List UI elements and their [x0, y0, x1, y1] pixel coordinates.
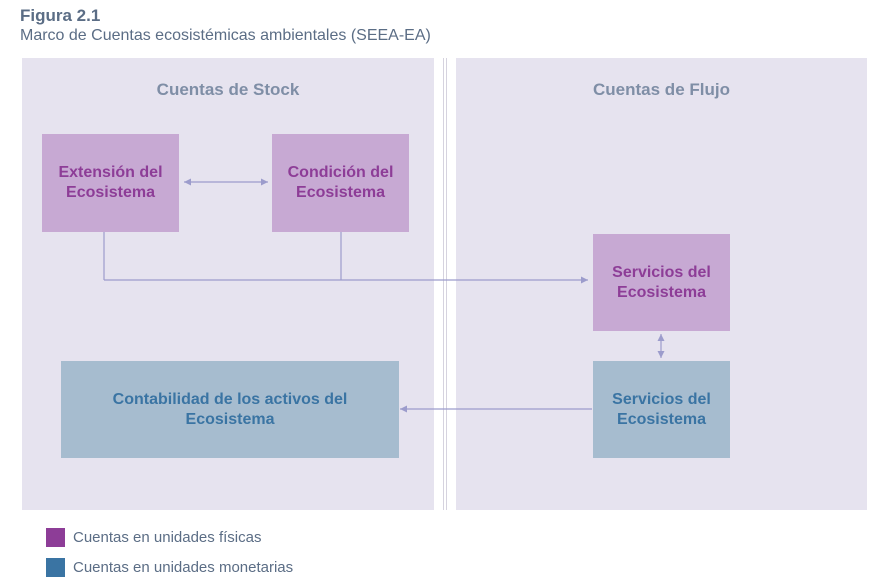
panel-separator	[442, 58, 448, 510]
monetary-units-swatch	[46, 558, 65, 577]
flow-panel-title: Cuentas de Flujo	[593, 80, 730, 99]
figure-label: Figura 2.1	[20, 6, 101, 25]
legend-monetary: Cuentas en unidades monetarias	[46, 558, 293, 577]
ecosystem-asset-accounts-box: Contabilidad de los activos del Ecosiste…	[61, 361, 399, 458]
ecosystem-condition-box: Condición del Ecosistema	[272, 134, 409, 232]
legend-physical: Cuentas en unidades físicas	[46, 528, 261, 547]
legend-monetary-label: Cuentas en unidades monetarias	[73, 559, 294, 576]
legend-physical-label: Cuentas en unidades físicas	[73, 529, 262, 546]
ecosystem-services-monetary-box: Servicios del Ecosistema	[593, 361, 730, 458]
physical-units-swatch	[46, 528, 65, 547]
figure-title: Marco de Cuentas ecosistémicas ambiental…	[20, 27, 431, 44]
stock-panel-title: Cuentas de Stock	[156, 80, 300, 99]
ecosystem-extent-box: Extensión del Ecosistema	[42, 134, 179, 232]
ecosystem-services-physical-box: Servicios del Ecosistema	[593, 234, 730, 331]
